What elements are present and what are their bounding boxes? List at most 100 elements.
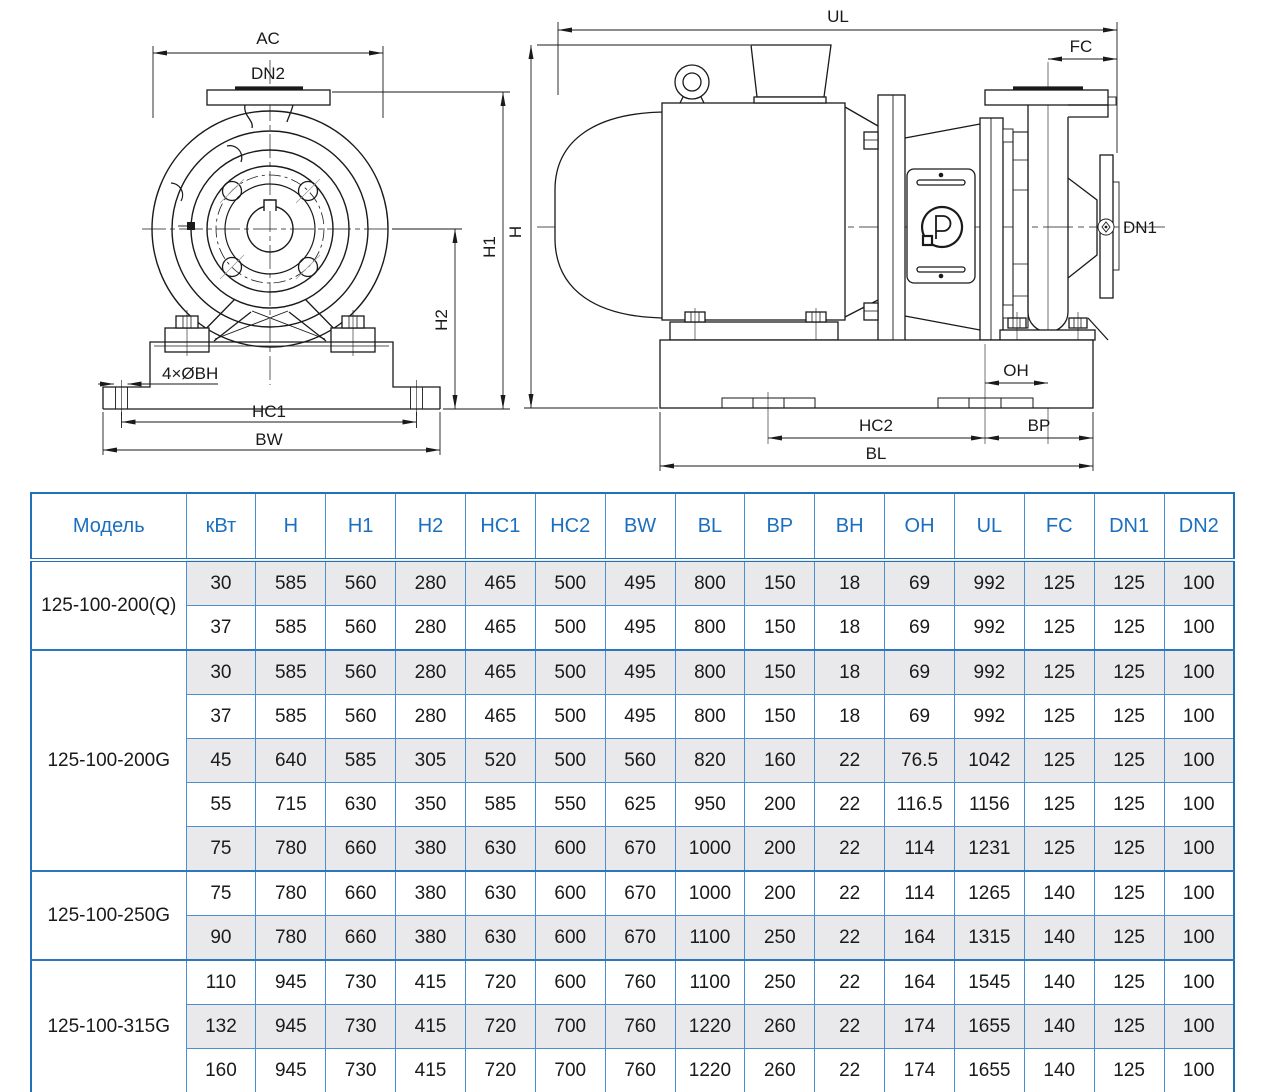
value-cell: 780 bbox=[255, 826, 327, 872]
dim-label-ac: AC bbox=[256, 29, 280, 48]
value-cell: 500 bbox=[534, 694, 606, 739]
value-cell: 125 bbox=[1093, 649, 1165, 695]
value-cell: 30 bbox=[185, 649, 257, 695]
value-cell: 495 bbox=[604, 560, 676, 606]
model-cell: 125-100-200G bbox=[30, 649, 187, 872]
value-cell: 37 bbox=[185, 694, 257, 739]
value-cell: 550 bbox=[534, 782, 606, 827]
value-cell: 670 bbox=[604, 870, 676, 916]
pump-foot bbox=[999, 329, 1096, 341]
value-cell: 495 bbox=[604, 605, 676, 651]
baseplate bbox=[659, 339, 1094, 444]
value-cell: 630 bbox=[464, 826, 536, 872]
value-cell: 100 bbox=[1163, 959, 1235, 1005]
value-cell: 100 bbox=[1163, 738, 1235, 783]
value-cell: 630 bbox=[464, 870, 536, 916]
value-cell: 495 bbox=[604, 649, 676, 695]
value-cell: 1000 bbox=[674, 826, 746, 872]
value-cell: 560 bbox=[325, 560, 397, 606]
value-cell: 22 bbox=[814, 870, 886, 916]
value-cell: 585 bbox=[255, 560, 327, 606]
column-header-bl: BL bbox=[674, 493, 746, 562]
value-cell: 560 bbox=[325, 694, 397, 739]
value-cell: 125 bbox=[1023, 694, 1095, 739]
value-cell: 1156 bbox=[953, 782, 1025, 827]
value-cell: 1655 bbox=[953, 1048, 1025, 1092]
dim-hc1: HC1 bbox=[121, 402, 417, 428]
value-cell: 160 bbox=[185, 1048, 257, 1092]
value-cell: 164 bbox=[884, 959, 955, 1005]
suction-cone bbox=[1067, 177, 1098, 279]
value-cell: 150 bbox=[744, 694, 816, 739]
value-cell: 125 bbox=[1023, 826, 1095, 872]
flange-bolt-holes bbox=[219, 178, 321, 280]
value-cell: 640 bbox=[255, 738, 327, 783]
value-cell: 720 bbox=[464, 959, 536, 1005]
value-cell: 585 bbox=[255, 649, 327, 695]
pump-casing-side bbox=[984, 86, 1120, 352]
value-cell: 415 bbox=[395, 959, 466, 1005]
value-cell: 380 bbox=[395, 870, 466, 916]
value-cell: 1100 bbox=[674, 959, 746, 1005]
column-header-bw: BW bbox=[604, 493, 676, 562]
dim-ul: UL bbox=[557, 7, 1118, 153]
value-cell: 350 bbox=[395, 782, 466, 827]
value-cell: 585 bbox=[325, 738, 397, 783]
value-cell: 500 bbox=[534, 560, 606, 606]
value-cell: 800 bbox=[674, 560, 746, 606]
value-cell: 125 bbox=[1093, 1048, 1165, 1092]
value-cell: 415 bbox=[395, 1048, 466, 1092]
value-cell: 780 bbox=[255, 915, 327, 961]
pump-base-front bbox=[102, 341, 441, 416]
value-cell: 585 bbox=[255, 605, 327, 651]
value-cell: 55 bbox=[185, 782, 257, 827]
value-cell: 1042 bbox=[953, 738, 1025, 783]
column-header-oh: OH bbox=[884, 493, 955, 562]
value-cell: 1315 bbox=[953, 915, 1025, 961]
dim-oh: OH bbox=[985, 361, 1048, 386]
dim-label-bp: BP bbox=[1028, 416, 1051, 435]
dim-label-ul: UL bbox=[827, 7, 849, 26]
value-cell: 22 bbox=[814, 782, 886, 827]
value-cell: 465 bbox=[464, 560, 536, 606]
pump-casing-front bbox=[151, 110, 389, 348]
value-cell: 75 bbox=[185, 870, 257, 916]
value-cell: 700 bbox=[534, 1004, 606, 1049]
value-cell: 800 bbox=[674, 694, 746, 739]
value-cell: 22 bbox=[814, 959, 886, 1005]
value-cell: 140 bbox=[1023, 915, 1095, 961]
column-header-dn1: DN1 bbox=[1093, 493, 1165, 562]
value-cell: 125 bbox=[1023, 560, 1095, 606]
value-cell: 630 bbox=[325, 782, 397, 827]
value-cell: 22 bbox=[814, 826, 886, 872]
column-header-hc1: HC1 bbox=[464, 493, 536, 562]
column-header-hc2: HC2 bbox=[534, 493, 606, 562]
value-cell: 600 bbox=[534, 826, 606, 872]
value-cell: 495 bbox=[604, 694, 676, 739]
value-cell: 500 bbox=[534, 738, 606, 783]
value-cell: 560 bbox=[325, 605, 397, 651]
value-cell: 76.5 bbox=[884, 738, 955, 783]
value-cell: 200 bbox=[744, 870, 816, 916]
value-cell: 125 bbox=[1023, 605, 1095, 651]
value-cell: 150 bbox=[744, 649, 816, 695]
value-cell: 1265 bbox=[953, 870, 1025, 916]
value-cell: 1545 bbox=[953, 959, 1025, 1005]
value-cell: 730 bbox=[325, 1004, 397, 1049]
casing-tab bbox=[178, 222, 195, 230]
value-cell: 465 bbox=[464, 605, 536, 651]
value-cell: 69 bbox=[884, 605, 955, 651]
value-cell: 45 bbox=[185, 738, 257, 783]
value-cell: 100 bbox=[1163, 915, 1235, 961]
dim-label-fc: FC bbox=[1070, 37, 1093, 56]
value-cell: 100 bbox=[1163, 1048, 1235, 1092]
value-cell: 520 bbox=[464, 738, 536, 783]
value-cell: 125 bbox=[1023, 649, 1095, 695]
value-cell: 630 bbox=[464, 915, 536, 961]
